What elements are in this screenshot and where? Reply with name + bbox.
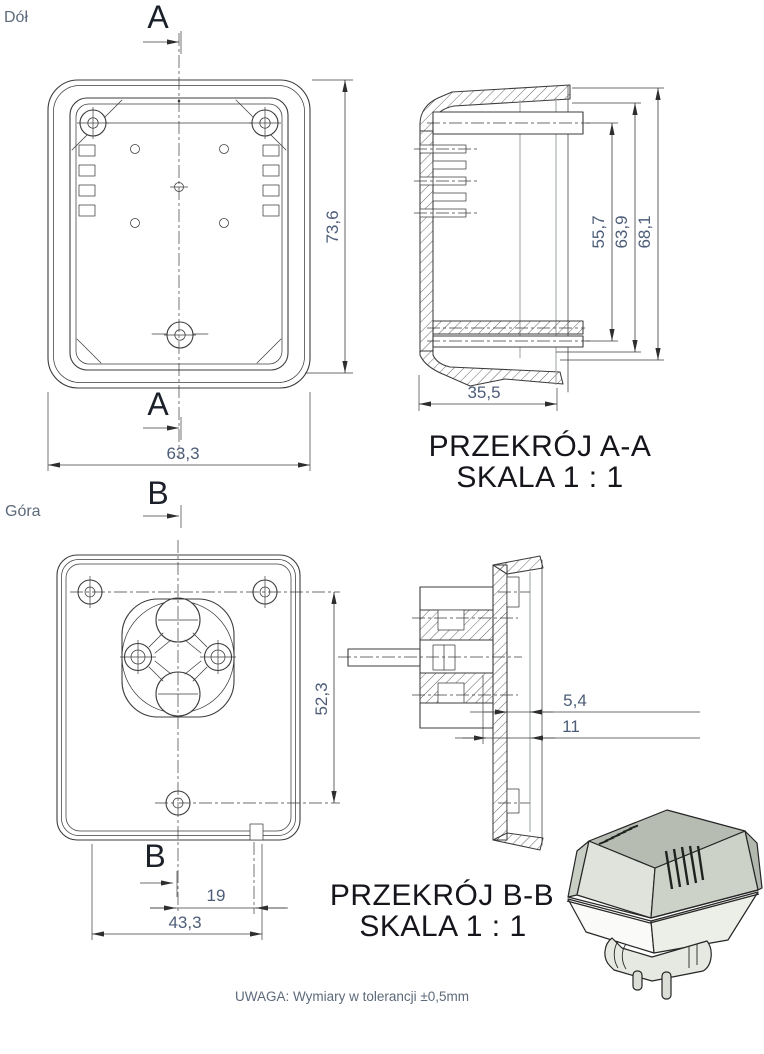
dim-68-1-value: 68,1 [635, 215, 654, 248]
section-aa-view [414, 84, 590, 393]
screw-boss [151, 321, 209, 349]
top-view-label: Góra [5, 503, 41, 520]
pin-hole [200, 640, 236, 674]
pilot-hole [219, 218, 229, 228]
top-view [56, 540, 340, 914]
isometric-view [566, 809, 763, 1000]
pin-hole [120, 640, 156, 674]
tolerance-note: UWAGA: Wymiary w tolerancji ±0,5mm [235, 989, 469, 1004]
dim-section-aa-inner-height: 55,7 [586, 122, 618, 342]
pilot-hole [130, 144, 140, 154]
cable-notch [249, 823, 264, 841]
bottom-view [47, 33, 311, 458]
dim-body-height: 73,6 [305, 79, 353, 374]
screw-boss [249, 107, 281, 139]
dim-section-bb-depth: 11 [455, 717, 700, 741]
section-bb-view [338, 555, 544, 851]
dim-section-bb-wall-inset: 5,4 [470, 691, 700, 715]
vent-slots [664, 845, 705, 890]
dim-screw-hole-spacing: 52,3 [312, 592, 337, 803]
section-marker-b-bottom: B [140, 838, 178, 897]
dim-5-4-value: 5,4 [563, 691, 587, 710]
plug-pin [347, 648, 421, 667]
pilot-hole [130, 218, 140, 228]
screw-boss [77, 107, 109, 139]
plug-pin [632, 970, 643, 991]
section-marker-a-bottom: A [143, 386, 182, 440]
section-letter-a: A [147, 0, 169, 35]
section-aa-scale: SKALA 1 : 1 [456, 461, 623, 494]
section-aa-title: PRZEKRÓJ A-A [429, 430, 652, 463]
dim-35-5-value: 35,5 [467, 383, 500, 402]
plug-pin [661, 971, 672, 1000]
dim-section-aa-depth: 35,5 [418, 375, 558, 411]
section-marker-b-top: B [143, 475, 182, 528]
dim-55-7-value: 55,7 [589, 215, 608, 248]
section-bb-title: PRZEKRÓJ B-B [330, 879, 554, 912]
vent-slots [598, 824, 639, 845]
dim-63-9-value: 63,9 [612, 215, 631, 248]
dim-body-width-value: 63,3 [166, 444, 199, 463]
dim-section-aa-mid-height: 63,9 [556, 102, 641, 353]
pilot-hole [219, 144, 229, 154]
bottom-view-label: Dół [4, 9, 28, 26]
dim-notch-offset: 19 [150, 886, 288, 911]
section-letter-a: A [147, 386, 169, 422]
dim-section-aa-overall-height: 68,1 [560, 87, 664, 361]
section-letter-b: B [147, 475, 168, 511]
section-vent-slots [414, 144, 480, 218]
vent-slots [78, 144, 280, 217]
dim-mount-width: 43,3 [91, 844, 263, 940]
dim-body-width: 63,3 [47, 392, 311, 471]
section-marker-a-top: A [143, 0, 182, 54]
dim-43-3-value: 43,3 [168, 913, 201, 932]
dim-body-height-value: 73,6 [323, 210, 342, 243]
dim-52-3-value: 52,3 [312, 682, 331, 715]
section-letter-b: B [144, 838, 165, 874]
dim-19-value: 19 [207, 886, 226, 905]
section-bb-scale: SKALA 1 : 1 [359, 910, 526, 943]
dim-11-value: 11 [562, 717, 580, 736]
